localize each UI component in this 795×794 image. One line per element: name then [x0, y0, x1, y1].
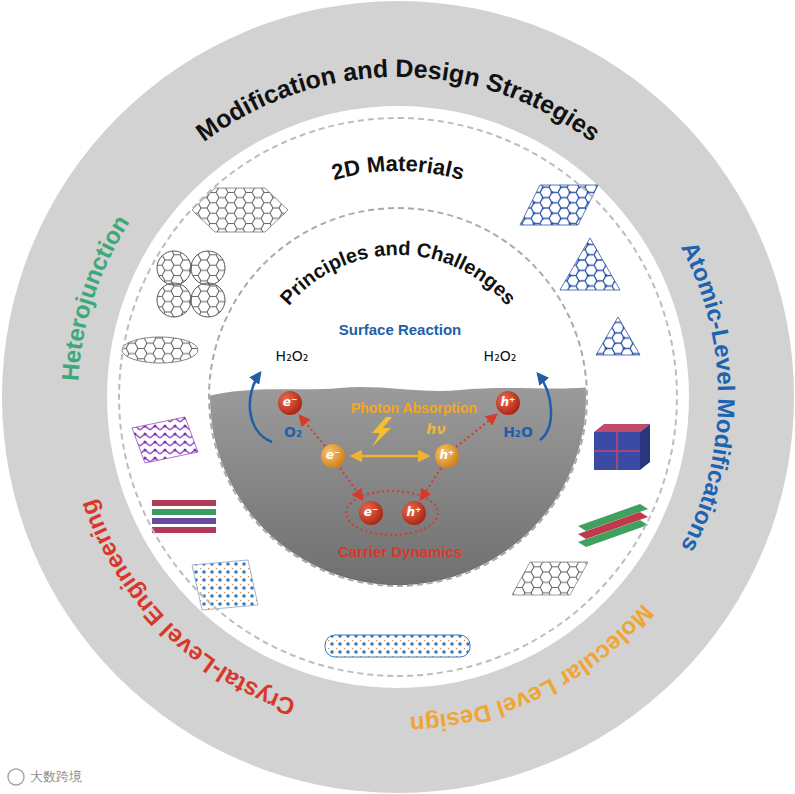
strategy-label: Molecular Level Design [409, 600, 659, 739]
process-label: Photon Absorption [351, 400, 477, 416]
catalyst-surface [200, 386, 600, 600]
electron-ball [359, 501, 383, 525]
migration-arrow [456, 415, 496, 447]
ring-heading: Modification and Design Strategies [191, 54, 606, 147]
electron-symbol: e⁻ [364, 506, 378, 520]
reactant-formula: H₂O [503, 424, 533, 440]
electron-symbol: e⁻ [326, 449, 340, 463]
cube-edge [594, 450, 640, 452]
cube-face [594, 432, 640, 470]
ring-heading: Principles and Challenges [275, 237, 520, 309]
electron-ball [278, 391, 302, 415]
principles-circle: Principles and ChallengesSurface Reactio… [208, 207, 588, 587]
molecular-framework [192, 560, 258, 610]
fullerene-sphere [191, 251, 225, 285]
watermark: 大数跨境 [30, 770, 82, 785]
strategy-label: Heterojunction [56, 210, 134, 381]
graphene-flake [192, 188, 288, 232]
strategy-label: Heterojunction [56, 210, 134, 381]
electron-ball [321, 444, 345, 468]
fullerene-sphere [191, 283, 225, 317]
strategy-label: Atomic-Level Modifications [676, 237, 740, 557]
ring-heading: Principles and Challenges [275, 237, 520, 309]
strategy-label: Crystal-Level Engineering [74, 497, 299, 722]
strategy-label: Crystal-Level Engineering [74, 497, 299, 722]
reactant-formula: O₂ [284, 424, 302, 440]
crystal-layer [152, 527, 216, 533]
graphene-sheet [122, 337, 198, 363]
hole-symbol: h⁺ [440, 449, 455, 463]
excitation-arrow [352, 455, 428, 458]
boron-nitride-sheet [512, 562, 588, 595]
recombination-ring [346, 491, 438, 535]
triazine-lattice [520, 185, 598, 225]
photon-symbol: hν [426, 421, 446, 437]
process-label: Carrier Dynamics [338, 543, 462, 560]
reaction-heading: Surface Reaction [339, 321, 462, 338]
perovskite-cubes [594, 424, 650, 470]
fullerene-sphere [157, 251, 191, 285]
migration-arrow [300, 416, 325, 446]
ring-heading: Modification and Design Strategies [191, 54, 606, 147]
layered-crystal [152, 500, 216, 533]
crystal-layer [152, 500, 216, 506]
ring-heading: 2D Materials [329, 151, 467, 185]
reduction-arrow [250, 373, 272, 442]
materials-circle: 2D MaterialsPrinciples and ChallengesSur… [118, 117, 678, 677]
carbon-nitride-triangle [560, 238, 620, 290]
fullerene-sphere [157, 283, 191, 317]
crystal-layer [152, 509, 216, 515]
lightning-symbol [372, 417, 392, 447]
hole-symbol: h⁺ [501, 396, 516, 410]
product-formula: H₂O₂ [276, 348, 309, 364]
product-formula: H₂O₂ [484, 348, 517, 364]
ring-text-layer: Principles and Challenges [210, 209, 586, 585]
strategy-label: Atomic-Level Modifications [676, 237, 740, 557]
hole-symbol: h⁺ [407, 506, 422, 520]
electron-symbol: e⁻ [283, 396, 297, 410]
hole-ball [496, 391, 520, 415]
cube-side [640, 424, 650, 470]
crystal-layer [578, 520, 648, 547]
watermark-icon [8, 769, 24, 785]
ring-text-layer: 2D Materials [120, 119, 676, 675]
nanoribbon-stack [325, 635, 470, 657]
hole-ball [435, 444, 459, 468]
materials-disc [107, 106, 689, 688]
layered-double-hydroxide [578, 504, 648, 547]
phosphorene-lattice [132, 417, 198, 463]
strategy-label: Molecular Level Design [409, 600, 659, 739]
recombination-arrow [340, 468, 362, 499]
crystal-layer [152, 518, 216, 524]
ring-heading: 2D Materials [329, 151, 467, 185]
carbon-nitride-triangle [596, 317, 640, 355]
recombination-arrow [421, 468, 441, 499]
oxidation-arrow [538, 374, 551, 440]
hole-ball [402, 501, 426, 525]
